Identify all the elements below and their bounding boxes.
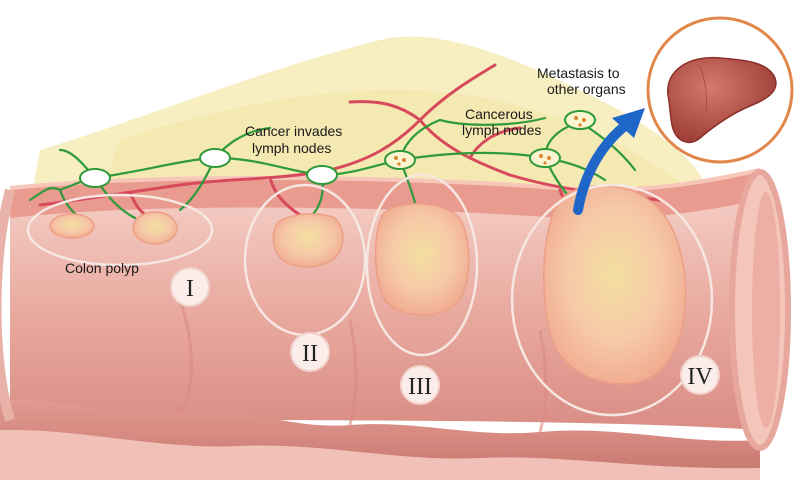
stage-3-tumor — [374, 202, 470, 316]
stage-4-tumor — [543, 184, 687, 385]
metastasis-label-line2: other organs — [547, 81, 626, 97]
stage-marker-4: IV — [680, 355, 720, 395]
fat-layer — [30, 36, 705, 210]
stage-marker-2: II — [290, 332, 330, 372]
stage-2-tumor — [272, 213, 344, 268]
cancerous-lymph-node — [384, 150, 416, 170]
stage-label: II — [302, 341, 318, 367]
invades-label-line1: Cancer invades — [245, 123, 342, 139]
cancerous-nodes-label-line2: lymph nodes — [462, 122, 541, 138]
lymph-nodes — [79, 110, 596, 188]
cancerous-nodes-label-line1: Cancerous — [465, 106, 533, 122]
metastasis-arrow-icon — [573, 108, 645, 215]
stage-1-polyps — [49, 211, 178, 245]
stage-markers: I II III IV — [170, 267, 720, 405]
stage-marker-1: I — [170, 267, 210, 307]
liver-inset — [646, 16, 794, 164]
stage-label: III — [408, 374, 432, 400]
lymph-node — [306, 165, 338, 185]
stage-label: IV — [687, 364, 713, 390]
stage-label: I — [186, 276, 194, 302]
lymph-node — [79, 168, 111, 188]
metastasis-label-line1: Metastasis to — [537, 65, 620, 81]
liver-icon — [667, 56, 777, 144]
colon-polyp-label: Colon polyp — [65, 260, 139, 276]
cancerous-lymph-node — [564, 110, 596, 130]
lymph-node — [199, 148, 231, 168]
labels: Metastasis to other organs Cancerous lym… — [65, 65, 626, 276]
invades-label-line2: lymph nodes — [252, 140, 331, 156]
cancerous-lymph-node — [529, 148, 561, 168]
stage-marker-3: III — [400, 365, 440, 405]
